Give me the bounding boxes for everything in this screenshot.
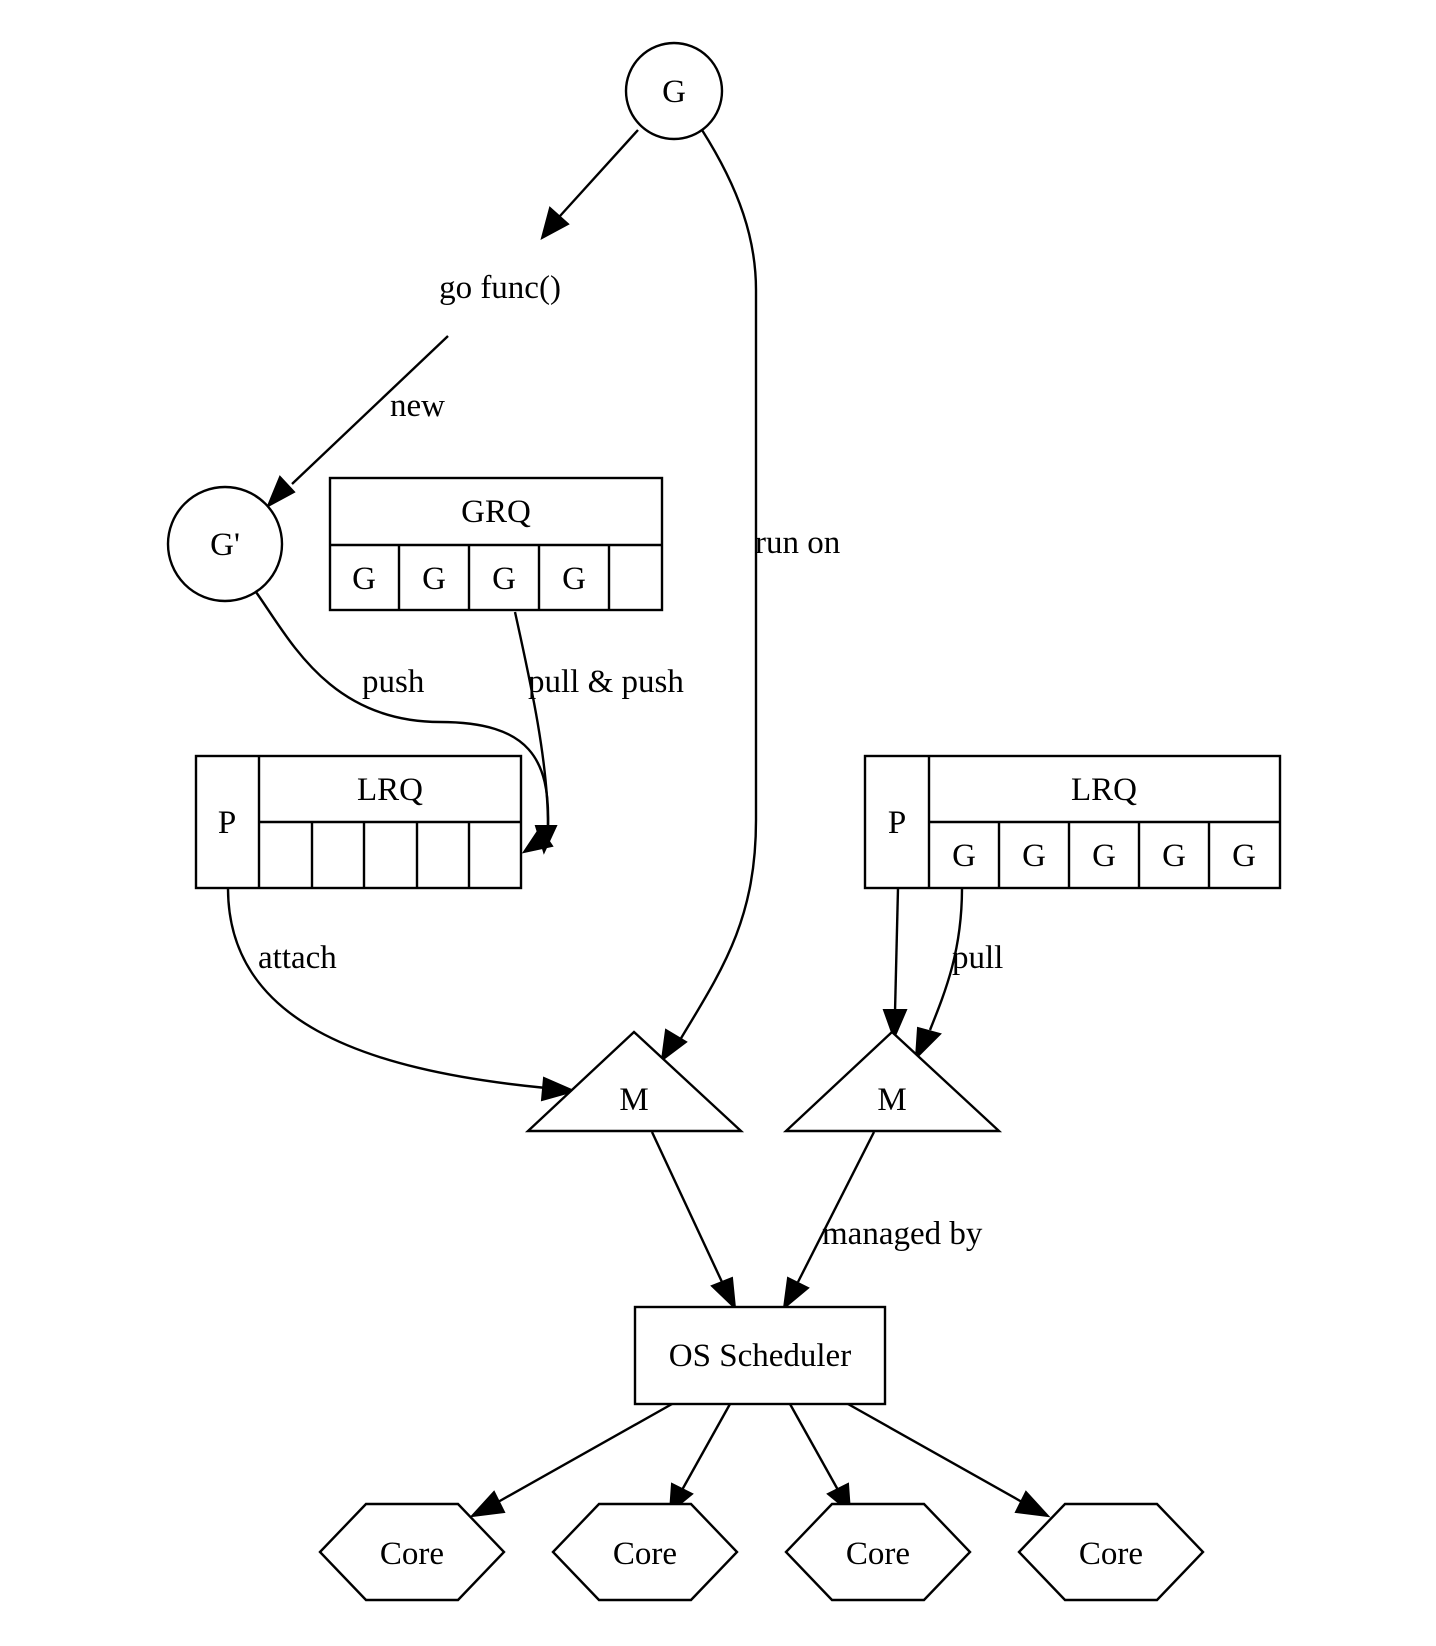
- edge-label-run-on: run on: [755, 525, 840, 561]
- edge-label-new: new: [390, 388, 445, 424]
- node-grq: GRQ G G G G: [328, 476, 664, 612]
- edge-label-pull: pull: [952, 940, 1003, 976]
- core-label: Core: [613, 1536, 677, 1572]
- grq-cell: G: [352, 561, 376, 597]
- edge-managed-by: managed by: [782, 1131, 983, 1311]
- node-p-lrq-right: P LRQ G G G G G: [863, 754, 1282, 890]
- node-core-3: Core: [784, 1502, 972, 1602]
- edge-os-to-core-2: [668, 1403, 732, 1515]
- node-m-right: M: [782, 1030, 1003, 1133]
- lrq-right-cell: G: [1232, 838, 1256, 874]
- m-left-label: M: [619, 1082, 648, 1118]
- node-core-1: Core: [318, 1502, 506, 1602]
- edge-os-to-core-3: [788, 1403, 852, 1515]
- edge-g-to-go-func: [540, 129, 639, 240]
- node-g-top: G: [624, 41, 724, 141]
- edge-pull: pull: [914, 887, 1003, 1061]
- core-label: Core: [380, 1536, 444, 1572]
- node-g-top-label: G: [662, 74, 686, 110]
- lrq-left-title: LRQ: [357, 772, 423, 808]
- lrq-right-cell: G: [1022, 838, 1046, 874]
- lrq-right-cell: G: [952, 838, 976, 874]
- edge-label-push: push: [362, 664, 425, 700]
- grq-cell: G: [562, 561, 586, 597]
- core-label: Core: [1079, 1536, 1143, 1572]
- grq-cell: G: [492, 561, 516, 597]
- grq-cell: G: [422, 561, 446, 597]
- edge-os-to-core-4: [847, 1402, 1051, 1518]
- edge-label-pull-push: pull & push: [528, 664, 684, 700]
- edge-new: new: [266, 335, 449, 509]
- node-core-2: Core: [551, 1502, 739, 1602]
- core-label: Core: [846, 1536, 910, 1572]
- edge-pull-push: pull & push: [513, 611, 684, 854]
- edge-attach: attach: [226, 887, 577, 1102]
- node-os-scheduler: OS Scheduler: [633, 1305, 887, 1406]
- p-left-label: P: [218, 805, 236, 841]
- edge-m-left-to-os: [650, 1131, 737, 1311]
- p-right-label: P: [888, 805, 906, 841]
- node-go-func: go func(): [439, 270, 561, 306]
- node-m-left: M: [524, 1030, 745, 1133]
- node-g-prime-label: G': [210, 527, 240, 563]
- grq-title: GRQ: [461, 494, 531, 530]
- lrq-right-title: LRQ: [1071, 772, 1137, 808]
- edge-p-right-to-m: [882, 887, 908, 1041]
- node-p-lrq-left: P LRQ: [194, 754, 523, 890]
- edge-label-managed-by: managed by: [822, 1216, 983, 1252]
- lrq-right-cell: G: [1092, 838, 1116, 874]
- edge-os-to-core-1: [469, 1402, 673, 1518]
- os-scheduler-label: OS Scheduler: [669, 1338, 851, 1374]
- lrq-right-cell: G: [1162, 838, 1186, 874]
- edge-label-attach: attach: [258, 940, 337, 976]
- node-g-prime: G': [166, 485, 284, 603]
- edge-run-on: run on: [660, 129, 840, 1063]
- m-right-label: M: [877, 1082, 906, 1118]
- node-core-4: Core: [1017, 1502, 1205, 1602]
